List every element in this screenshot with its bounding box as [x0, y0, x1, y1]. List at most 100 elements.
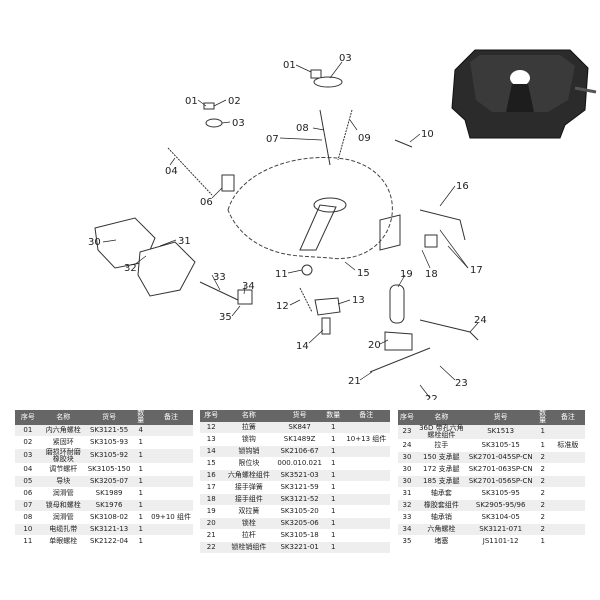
cell-no: 10: [15, 523, 41, 537]
cell-no: 08: [15, 511, 41, 525]
cell-no: 31: [398, 487, 416, 501]
cell-code: SK3105-93: [85, 436, 133, 449]
cell-qty: 1: [323, 541, 343, 554]
cell-qty: 1: [323, 505, 343, 518]
cell-code: 000.010.021: [275, 457, 324, 470]
cell-code: SK3205-06: [275, 517, 324, 530]
cell-qty: 1: [132, 463, 150, 477]
cell-code: SK3521-03: [275, 469, 324, 482]
cell-note: [342, 493, 390, 506]
cell-note: [149, 463, 193, 477]
cell-note: [149, 535, 193, 549]
cell-qty: 1: [132, 475, 150, 489]
cell-qty: 1: [323, 445, 343, 458]
callout-01: 01: [283, 60, 296, 71]
cell-qty: 1: [132, 448, 150, 465]
cell-no: 30: [398, 451, 416, 465]
cell-name: 紧固环: [40, 436, 86, 449]
cell-no: 32: [398, 499, 416, 513]
cell-qty: 1: [132, 535, 150, 549]
cell-code: SK1513: [466, 424, 535, 441]
cell-code: SK3121-59: [275, 481, 324, 494]
cell-qty: 4: [132, 424, 150, 437]
cell-code: SK1489Z: [275, 433, 324, 446]
table-header-row: 序号 名称 货号 数量 备注: [200, 410, 390, 422]
leader-lines: [102, 61, 479, 399]
cell-note: [342, 445, 390, 458]
callout-18: 18: [425, 269, 438, 280]
cell-note: [342, 457, 390, 470]
table-header-row: 序号 名称 货号 数量 备注: [15, 409, 193, 425]
cell-qty: 1: [132, 436, 150, 449]
cell-no: 01: [15, 424, 41, 437]
cell-code: SK3221-01: [275, 541, 324, 554]
cell-qty: 1: [132, 511, 150, 525]
cell-name: 接手组件: [222, 493, 276, 506]
cell-code: SK3104-05: [466, 511, 535, 525]
cell-code: SK2701-056SP-CN: [466, 475, 535, 489]
cell-no: 30: [398, 463, 416, 477]
cell-qty: 1: [323, 517, 343, 530]
cell-note: [550, 451, 585, 465]
cell-name: 150 支承腿: [415, 451, 467, 465]
cell-qty: 2: [534, 487, 551, 501]
cell-no: 16: [200, 469, 223, 482]
col-name: 名称: [40, 410, 86, 425]
cell-name: 锁栓销组件: [222, 541, 276, 554]
cell-name: 锁钩: [222, 433, 276, 446]
cell-code: SK3105-95: [466, 487, 535, 501]
cell-qty: 2: [534, 499, 551, 513]
cell-name: 轴承套: [415, 487, 467, 501]
cell-code: SK3105-20: [275, 505, 324, 518]
callout-20: 20: [368, 340, 381, 351]
cell-name: 导块: [40, 475, 86, 489]
cell-name: 轴承销: [415, 511, 467, 525]
col-code: 货号: [275, 410, 324, 422]
cell-name: 调节螺杆: [40, 463, 86, 477]
fifth-wheel-plate: [227, 156, 401, 260]
cell-no: 05: [15, 475, 41, 489]
cell-name: 电缆扎带: [40, 523, 86, 537]
cell-no: 19: [200, 505, 223, 518]
callout-23: 23: [455, 378, 468, 389]
col-note: 备注: [342, 410, 390, 422]
cell-qty: 2: [534, 523, 551, 537]
cell-no: 17: [200, 481, 223, 494]
col-qty: 数量: [323, 410, 343, 422]
cell-name: 堵塞: [415, 535, 467, 549]
cell-code: SK3105-92: [85, 448, 133, 465]
cell-no: 22: [200, 541, 223, 554]
col-no: 序号: [398, 410, 416, 425]
col-qty: 数量: [132, 409, 150, 425]
col-qty: 数量: [534, 409, 551, 425]
callout-02: 02: [228, 96, 241, 107]
cell-note: 09+10 组件: [149, 511, 193, 525]
cell-qty: 1: [323, 529, 343, 542]
cell-code: JS1101-12: [466, 535, 535, 549]
cell-qty: 1: [323, 422, 343, 434]
callout-24: 24: [474, 315, 487, 326]
cell-note: [149, 436, 193, 449]
cell-code: SK2701-045SP-CN: [466, 451, 535, 465]
cell-note: [342, 541, 390, 554]
cell-note: [550, 499, 585, 513]
cell-note: [149, 487, 193, 501]
cell-name: 锁栓: [222, 517, 276, 530]
cell-code: SK1976: [85, 499, 133, 513]
col-no: 序号: [15, 410, 41, 425]
callout-03: 03: [339, 53, 352, 64]
col-code: 货号: [466, 410, 535, 425]
table-header-row: 序号 名称 货号 数量 备注: [398, 409, 585, 425]
